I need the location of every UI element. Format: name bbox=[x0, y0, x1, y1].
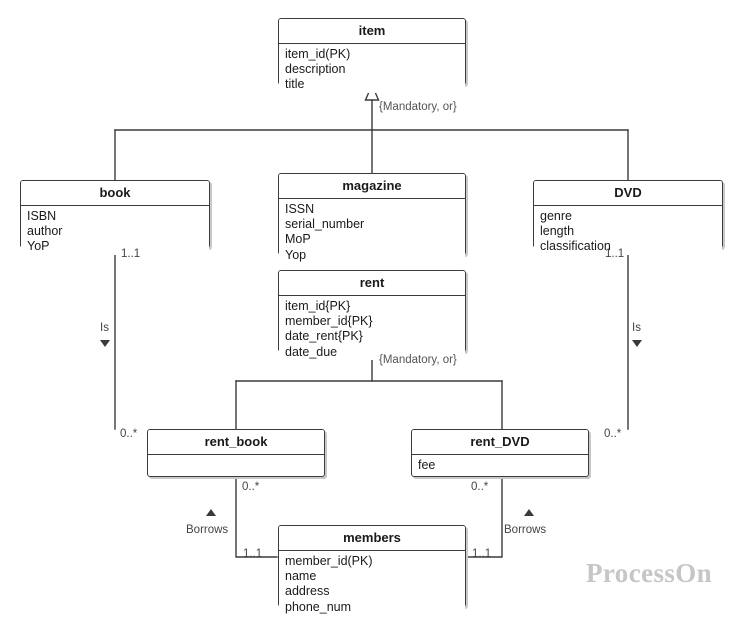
relationship-label-borrows-dvd: Borrows bbox=[504, 524, 547, 536]
attribute: YoP bbox=[27, 239, 50, 254]
entity-rent-book-title: rent_book bbox=[148, 430, 324, 455]
entity-dvd[interactable]: DVD genre length classification bbox=[533, 180, 723, 255]
attribute: length bbox=[540, 224, 575, 239]
attribute: ISBN bbox=[27, 209, 57, 223]
relationship-label-borrows-book: Borrows bbox=[186, 524, 229, 536]
attribute: title bbox=[285, 77, 305, 92]
attribute: date_rent{PK} bbox=[285, 329, 363, 344]
attribute: genre bbox=[540, 209, 572, 223]
constraint-rent-generalization: {Mandatory, or} bbox=[379, 354, 457, 366]
entity-rent-title: rent bbox=[279, 271, 465, 296]
multiplicity-rent-dvd-borrows-end: 0..* bbox=[471, 481, 489, 493]
entity-magazine-attributes: ISSN serial_number MoP Yop bbox=[279, 199, 465, 263]
multiplicity-rent-dvd-end: 0..* bbox=[604, 428, 622, 440]
attribute: member_id(PK) bbox=[285, 554, 373, 568]
entity-rent-book[interactable]: rent_book bbox=[147, 429, 325, 477]
entity-book-attributes: ISBN author YoP bbox=[21, 206, 209, 255]
attribute: name bbox=[285, 569, 317, 584]
direction-marker-up-icon bbox=[206, 509, 216, 516]
attribute: ISSN bbox=[285, 202, 315, 216]
entity-magazine-title: magazine bbox=[279, 174, 465, 199]
entity-item-title: item bbox=[279, 19, 465, 44]
entity-rent-dvd-attributes: fee bbox=[412, 455, 588, 474]
attribute: address bbox=[285, 584, 330, 599]
entity-dvd-attributes: genre length classification bbox=[534, 206, 722, 255]
entity-book-title: book bbox=[21, 181, 209, 206]
attribute: classification bbox=[540, 239, 611, 254]
entity-members[interactable]: members member_id(PK) name address phone… bbox=[278, 525, 466, 615]
entity-rent-attributes: item_id{PK} member_id{PK} date_rent{PK} … bbox=[279, 296, 465, 360]
entity-rent-book-attributes bbox=[148, 455, 324, 458]
direction-marker-down-icon bbox=[632, 340, 642, 347]
attribute: serial_number bbox=[285, 217, 365, 232]
attribute: description bbox=[285, 62, 346, 77]
entity-rent-dvd-title: rent_DVD bbox=[412, 430, 588, 455]
entity-magazine[interactable]: magazine ISSN serial_number MoP Yop bbox=[278, 173, 466, 263]
multiplicity-book-end: 1..1 bbox=[121, 248, 141, 260]
processon-watermark: ProcessOn bbox=[586, 558, 713, 588]
edge-members-borrows-rent-dvd bbox=[465, 476, 503, 558]
entity-members-attributes: member_id(PK) name address phone_num bbox=[279, 551, 465, 615]
multiplicity-members-borrows-dvd-end: 1..1 bbox=[472, 548, 492, 560]
attribute: date_due bbox=[285, 344, 338, 359]
attribute: Yop bbox=[285, 247, 307, 262]
entity-dvd-title: DVD bbox=[534, 181, 722, 206]
relationship-label-dvd-is: Is bbox=[632, 322, 641, 334]
multiplicity-members-borrows-book-end: 1..1 bbox=[243, 548, 263, 560]
attribute: author bbox=[27, 224, 63, 239]
entity-item[interactable]: item item_id(PK) description title bbox=[278, 18, 466, 93]
direction-marker-up-icon bbox=[524, 509, 534, 516]
attribute: item_id(PK) bbox=[285, 47, 351, 61]
entity-rent[interactable]: rent item_id{PK} member_id{PK} date_rent… bbox=[278, 270, 466, 360]
attribute: item_id{PK} bbox=[285, 299, 351, 313]
multiplicity-dvd-end: 1..1 bbox=[605, 248, 625, 260]
multiplicity-rent-book-end: 0..* bbox=[120, 428, 138, 440]
multiplicity-rent-book-borrows-end: 0..* bbox=[242, 481, 260, 493]
attribute: member_id{PK} bbox=[285, 314, 373, 329]
relationship-label-book-is: Is bbox=[100, 322, 109, 334]
attribute: MoP bbox=[285, 232, 311, 247]
edge-members-borrows-rent-book bbox=[235, 476, 278, 558]
constraint-item-generalization: {Mandatory, or} bbox=[379, 101, 457, 113]
direction-marker-down-icon bbox=[100, 340, 110, 347]
entity-item-attributes: item_id(PK) description title bbox=[279, 44, 465, 93]
entity-members-title: members bbox=[279, 526, 465, 551]
entity-rent-dvd[interactable]: rent_DVD fee bbox=[411, 429, 589, 477]
entity-book[interactable]: book ISBN author YoP bbox=[20, 180, 210, 255]
attribute: phone_num bbox=[285, 599, 352, 614]
attribute: fee bbox=[418, 458, 436, 472]
